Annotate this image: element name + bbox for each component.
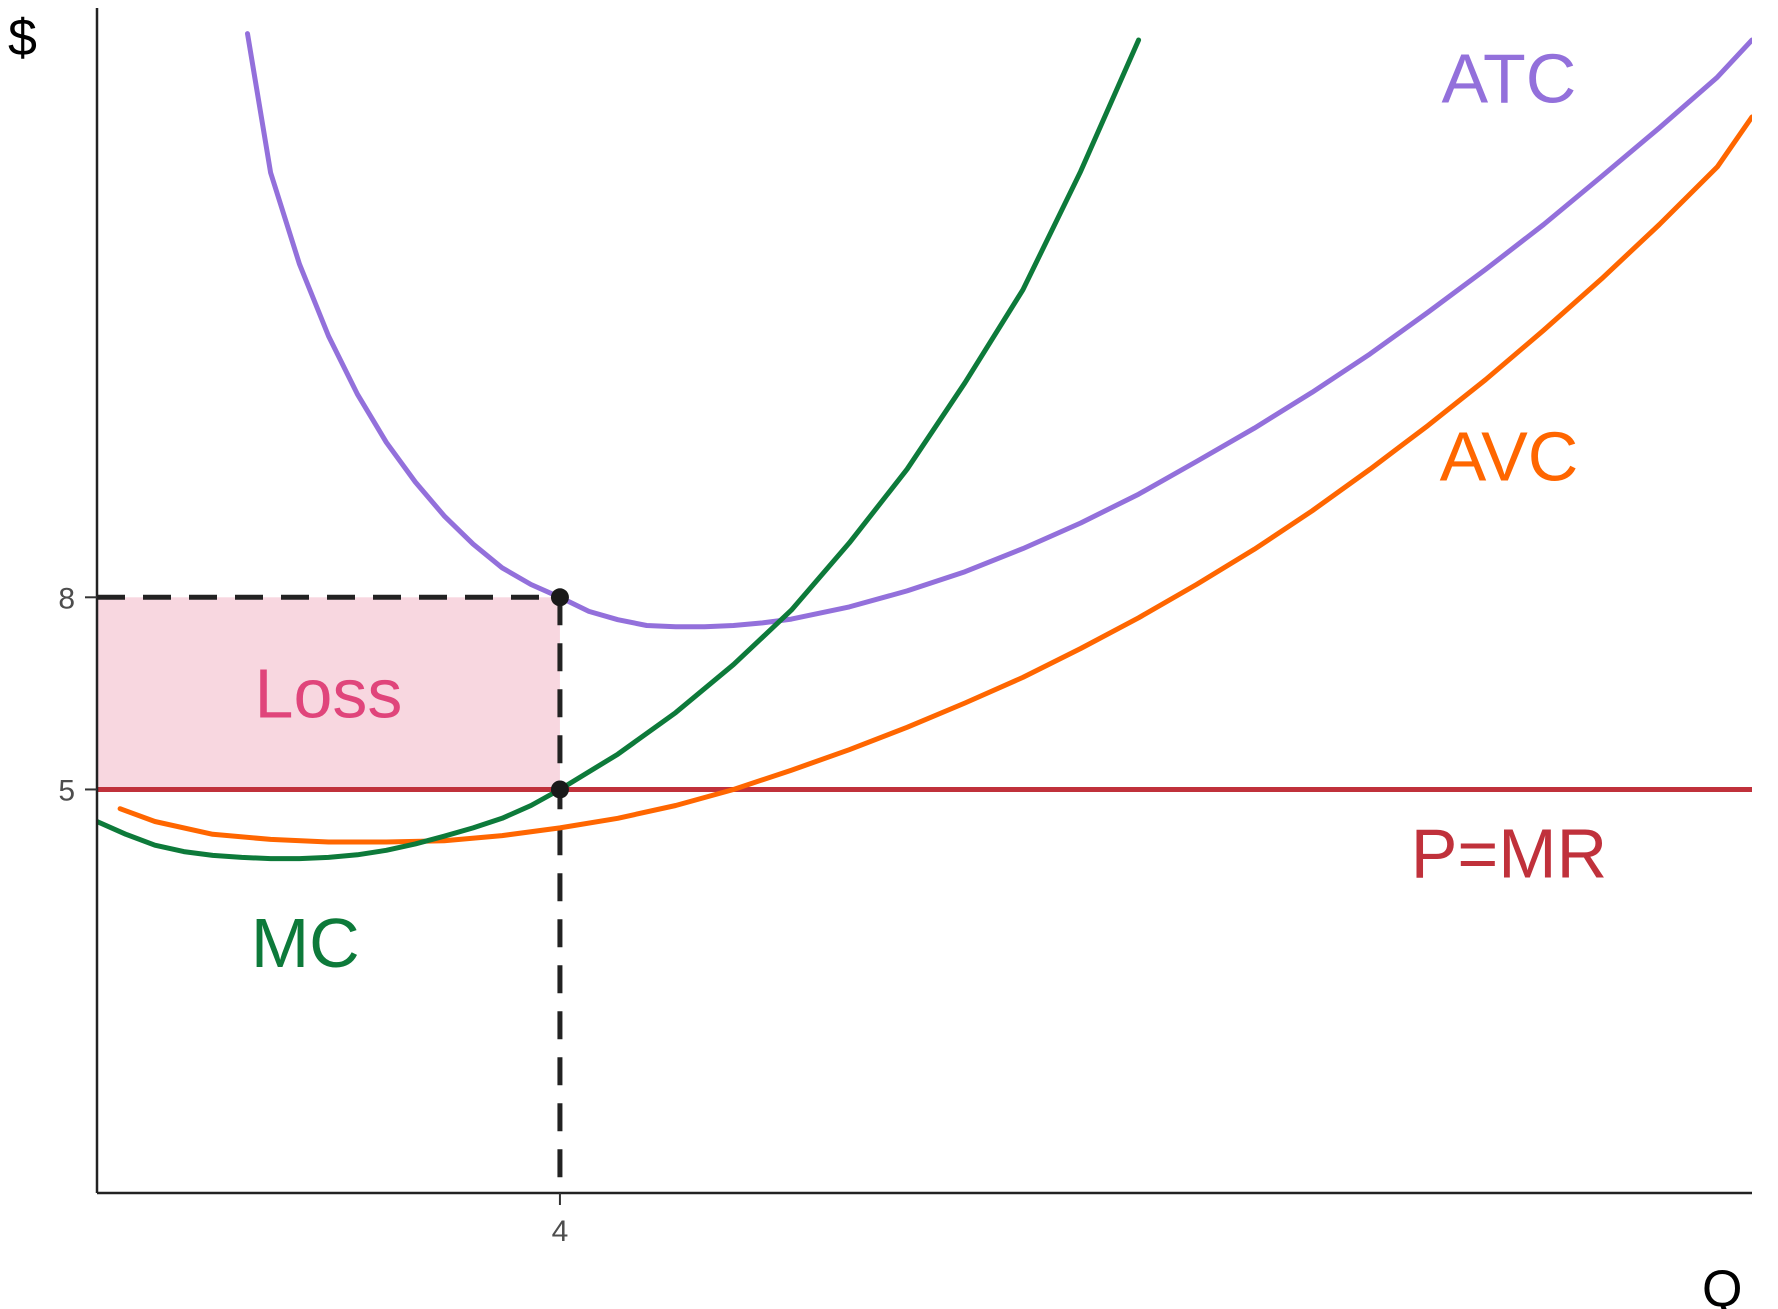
y-axis-title: $ bbox=[8, 9, 37, 67]
avc-label: AVC bbox=[1440, 417, 1579, 495]
guide-lines-layer bbox=[97, 594, 563, 1193]
axes-layer bbox=[95, 8, 1752, 1195]
mc-label: MC bbox=[251, 904, 360, 982]
data-point bbox=[550, 588, 569, 607]
labels-layer: $ Q ATC AVC P=MR MC Loss bbox=[8, 9, 1742, 1309]
data-point bbox=[550, 780, 569, 799]
avc-curve bbox=[117, 114, 1752, 845]
y-tick-label: 8 bbox=[58, 582, 75, 615]
y-tick-label: 5 bbox=[58, 774, 75, 807]
points-layer bbox=[550, 588, 569, 799]
atc-label: ATC bbox=[1442, 39, 1577, 117]
x-axis-title: Q bbox=[1702, 1260, 1742, 1309]
atc-curve bbox=[245, 31, 1752, 630]
loss-label: Loss bbox=[255, 654, 403, 732]
loss-region-layer bbox=[97, 597, 560, 790]
ticks-layer: 5 8 4 bbox=[58, 582, 568, 1248]
x-tick-label: 4 bbox=[552, 1215, 569, 1248]
loss-region bbox=[97, 597, 560, 790]
mc-curve bbox=[97, 37, 1142, 862]
p-mr-label: P=MR bbox=[1411, 815, 1607, 893]
curves-layer bbox=[97, 31, 1752, 862]
